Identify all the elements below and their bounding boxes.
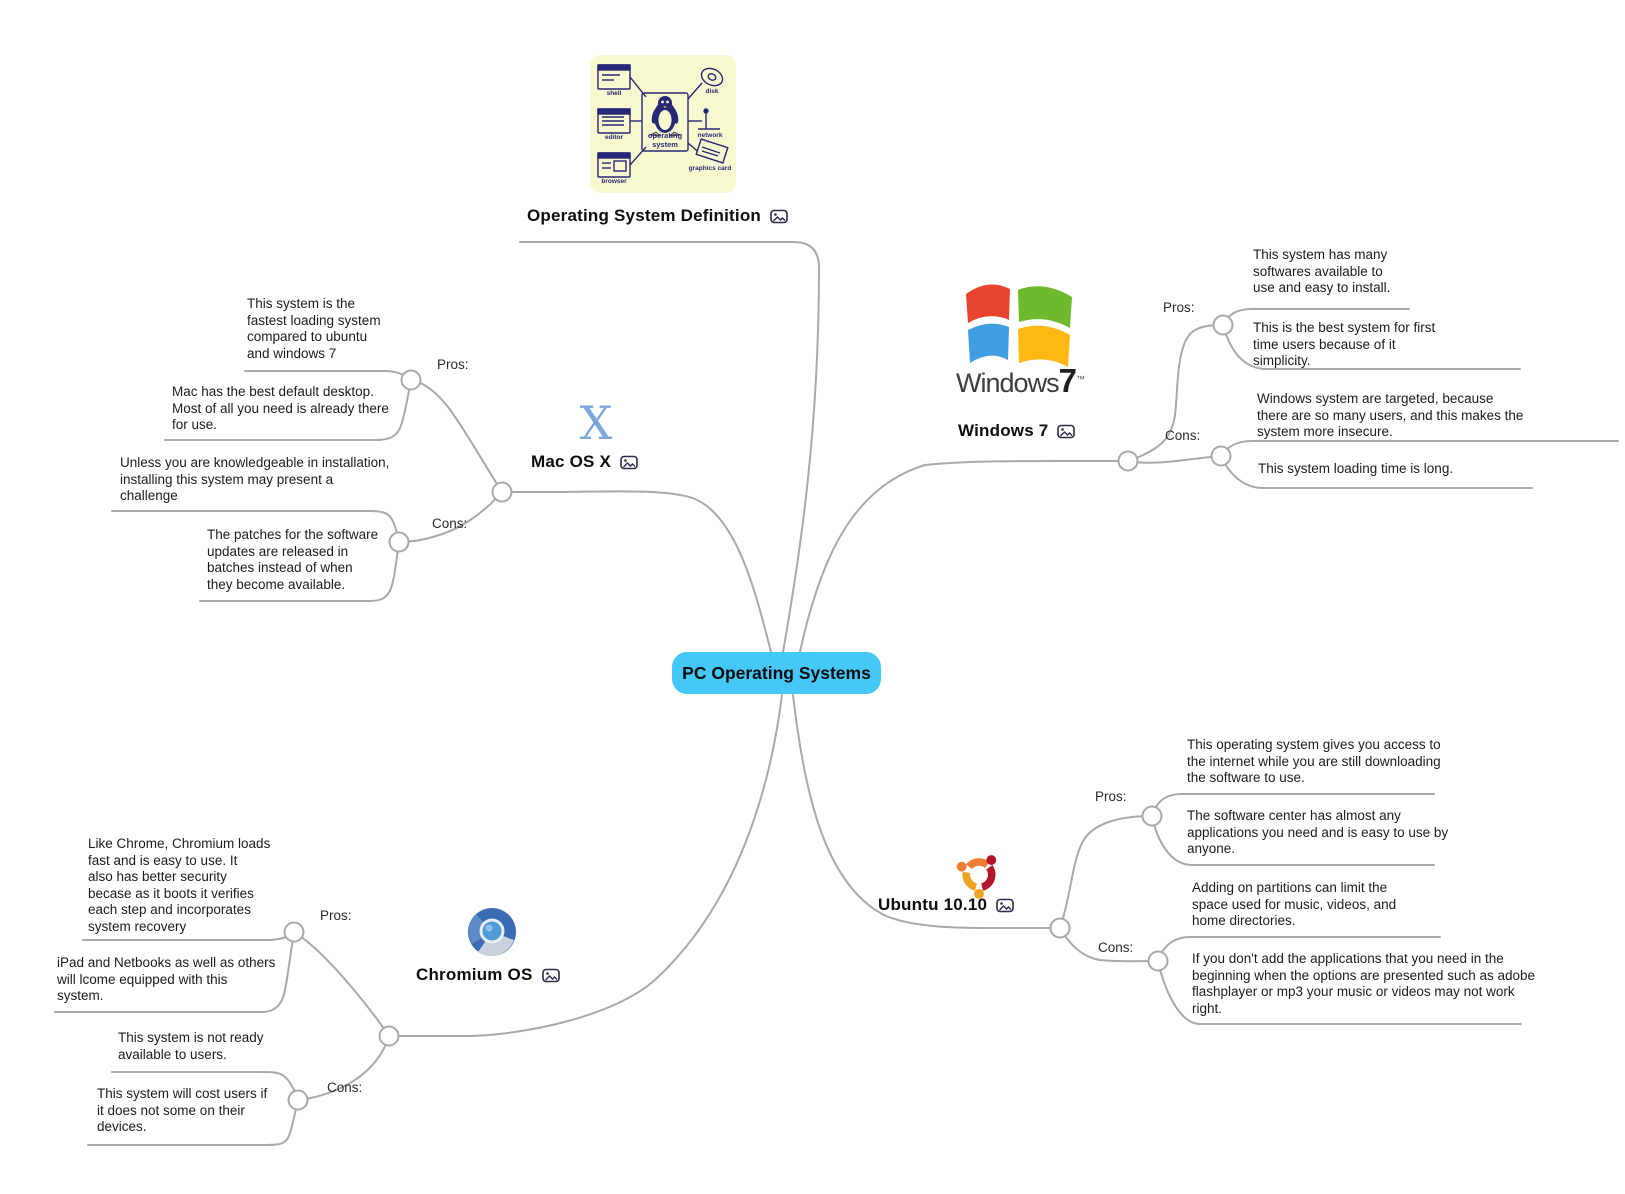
chromium-label: Chromium OS bbox=[416, 965, 533, 984]
node-chromium[interactable]: Chromium OS bbox=[416, 965, 560, 985]
image-attachment-icon[interactable] bbox=[770, 209, 788, 224]
edge-ubu-cons bbox=[1059, 927, 1159, 963]
windows-cons-node[interactable]: Cons: bbox=[1165, 428, 1201, 443]
edge-windows bbox=[799, 460, 1129, 653]
ubuntu-pros-node[interactable]: Pros: bbox=[1095, 789, 1127, 804]
handle-mac[interactable] bbox=[491, 481, 513, 503]
ubuntu-con-note[interactable]: If you don't add the applications that y… bbox=[1192, 951, 1536, 1016]
handle-chr-cons[interactable] bbox=[287, 1089, 309, 1111]
handle-chr-pros[interactable] bbox=[283, 921, 305, 943]
image-attachment-icon[interactable] bbox=[1057, 424, 1076, 439]
def-label-graphics: graphics card bbox=[688, 165, 732, 172]
image-attachment-icon[interactable] bbox=[620, 455, 638, 470]
edge-win-cons bbox=[1127, 455, 1222, 464]
mac-pro-note[interactable]: Mac has the best default desktop. Most o… bbox=[172, 384, 389, 432]
def-label-browser: browser bbox=[601, 178, 627, 185]
edge-mac-cons bbox=[398, 491, 503, 543]
def-label-editor: editor bbox=[604, 134, 624, 141]
mac-con-note[interactable]: Unless you are knowledgeable in installa… bbox=[120, 455, 390, 503]
handle-mac-pros[interactable] bbox=[400, 369, 422, 391]
root-node[interactable]: PC Operating Systems bbox=[672, 652, 881, 694]
image-attachment-icon[interactable] bbox=[996, 898, 1014, 913]
windows-pros-node[interactable]: Pros: bbox=[1163, 300, 1195, 315]
mac-pros-node[interactable]: Pros: bbox=[437, 357, 469, 372]
windows-pro-note[interactable]: This system has many softwares available… bbox=[1253, 247, 1391, 295]
mac-con-note[interactable]: The patches for the software updates are… bbox=[207, 527, 379, 592]
handle-ubuntu[interactable] bbox=[1049, 917, 1071, 939]
chromium-con-note[interactable]: This system will cost users if it does n… bbox=[97, 1086, 268, 1134]
chromium-logo bbox=[468, 908, 516, 957]
ubuntu-cons-node[interactable]: Cons: bbox=[1098, 940, 1134, 955]
node-os-definition[interactable]: Operating System Definition bbox=[527, 206, 788, 226]
edge-win-pros bbox=[1127, 324, 1224, 462]
edge-chromium bbox=[388, 694, 783, 1037]
chromium-cons-node[interactable]: Cons: bbox=[327, 1080, 363, 1095]
chromium-pro-note[interactable]: iPad and Netbooks as well as others will… bbox=[57, 955, 276, 1003]
chromium-pro-note[interactable]: Like Chrome, Chromium loads fast and is … bbox=[88, 836, 271, 934]
edge-definition bbox=[519, 241, 821, 653]
def-label-network: network bbox=[697, 132, 723, 139]
ubuntu-pro-note[interactable]: This operating system gives you access t… bbox=[1187, 737, 1441, 785]
ubuntu-logo bbox=[956, 855, 997, 899]
ubuntu-label: Ubuntu 10.10 bbox=[878, 895, 988, 914]
os-definition-image[interactable]: shell editor browser disk network graphi… bbox=[590, 55, 736, 193]
handle-windows[interactable] bbox=[1117, 450, 1139, 472]
handle-win-pros[interactable] bbox=[1212, 314, 1234, 336]
def-label-os2: system bbox=[652, 140, 678, 149]
mac-cons-node[interactable]: Cons: bbox=[432, 516, 468, 531]
chromium-con-note[interactable]: This system is not ready available to us… bbox=[118, 1030, 264, 1062]
def-label-os1: operating bbox=[647, 131, 683, 140]
mac-pro-note[interactable]: This system is the fastest loading syste… bbox=[247, 296, 381, 361]
handle-win-cons[interactable] bbox=[1210, 445, 1232, 467]
node-windows7[interactable]: Windows 7 bbox=[958, 421, 1076, 441]
chromium-pros-node[interactable]: Pros: bbox=[320, 908, 352, 923]
image-attachment-icon[interactable] bbox=[541, 968, 560, 983]
ubuntu-con-note[interactable]: Adding on partitions can limit the space… bbox=[1192, 880, 1397, 928]
ubuntu-pro-note[interactable]: The software center has almost any appli… bbox=[1187, 808, 1449, 856]
windows-con-note[interactable]: This system loading time is long. bbox=[1258, 461, 1454, 476]
windows-pro-note[interactable]: This is the best system for first time u… bbox=[1253, 320, 1436, 368]
windows-con-note[interactable]: Windows system are targeted, because the… bbox=[1257, 391, 1524, 439]
def-label-shell: shell bbox=[606, 90, 622, 97]
edge-chr-pros bbox=[293, 931, 390, 1037]
windows-logo bbox=[966, 284, 1072, 367]
node-macosx[interactable]: Mac OS X bbox=[531, 452, 638, 472]
tux-diagram-illustration bbox=[597, 64, 729, 178]
handle-mac-cons[interactable] bbox=[388, 531, 410, 553]
windows-logo-wordmark: Windows7™ bbox=[956, 362, 1085, 399]
macosx-label: Mac OS X bbox=[531, 452, 612, 471]
def-label-disk: disk bbox=[705, 88, 719, 95]
edge-chr-cons bbox=[297, 1035, 390, 1101]
node-ubuntu[interactable]: Ubuntu 10.10 bbox=[878, 895, 1014, 915]
handle-ubu-pros[interactable] bbox=[1141, 805, 1163, 827]
edge-mac-pros bbox=[410, 379, 503, 493]
edge-ubu-pros bbox=[1059, 815, 1153, 929]
edge-mac bbox=[501, 490, 772, 653]
windows7-label: Windows 7 bbox=[958, 421, 1049, 440]
handle-chromium[interactable] bbox=[378, 1025, 400, 1047]
handle-ubu-cons[interactable] bbox=[1147, 950, 1169, 972]
os-definition-label: Operating System Definition bbox=[527, 206, 761, 225]
edge-ubuntu bbox=[792, 694, 1061, 930]
macosx-logo: X bbox=[579, 396, 613, 450]
